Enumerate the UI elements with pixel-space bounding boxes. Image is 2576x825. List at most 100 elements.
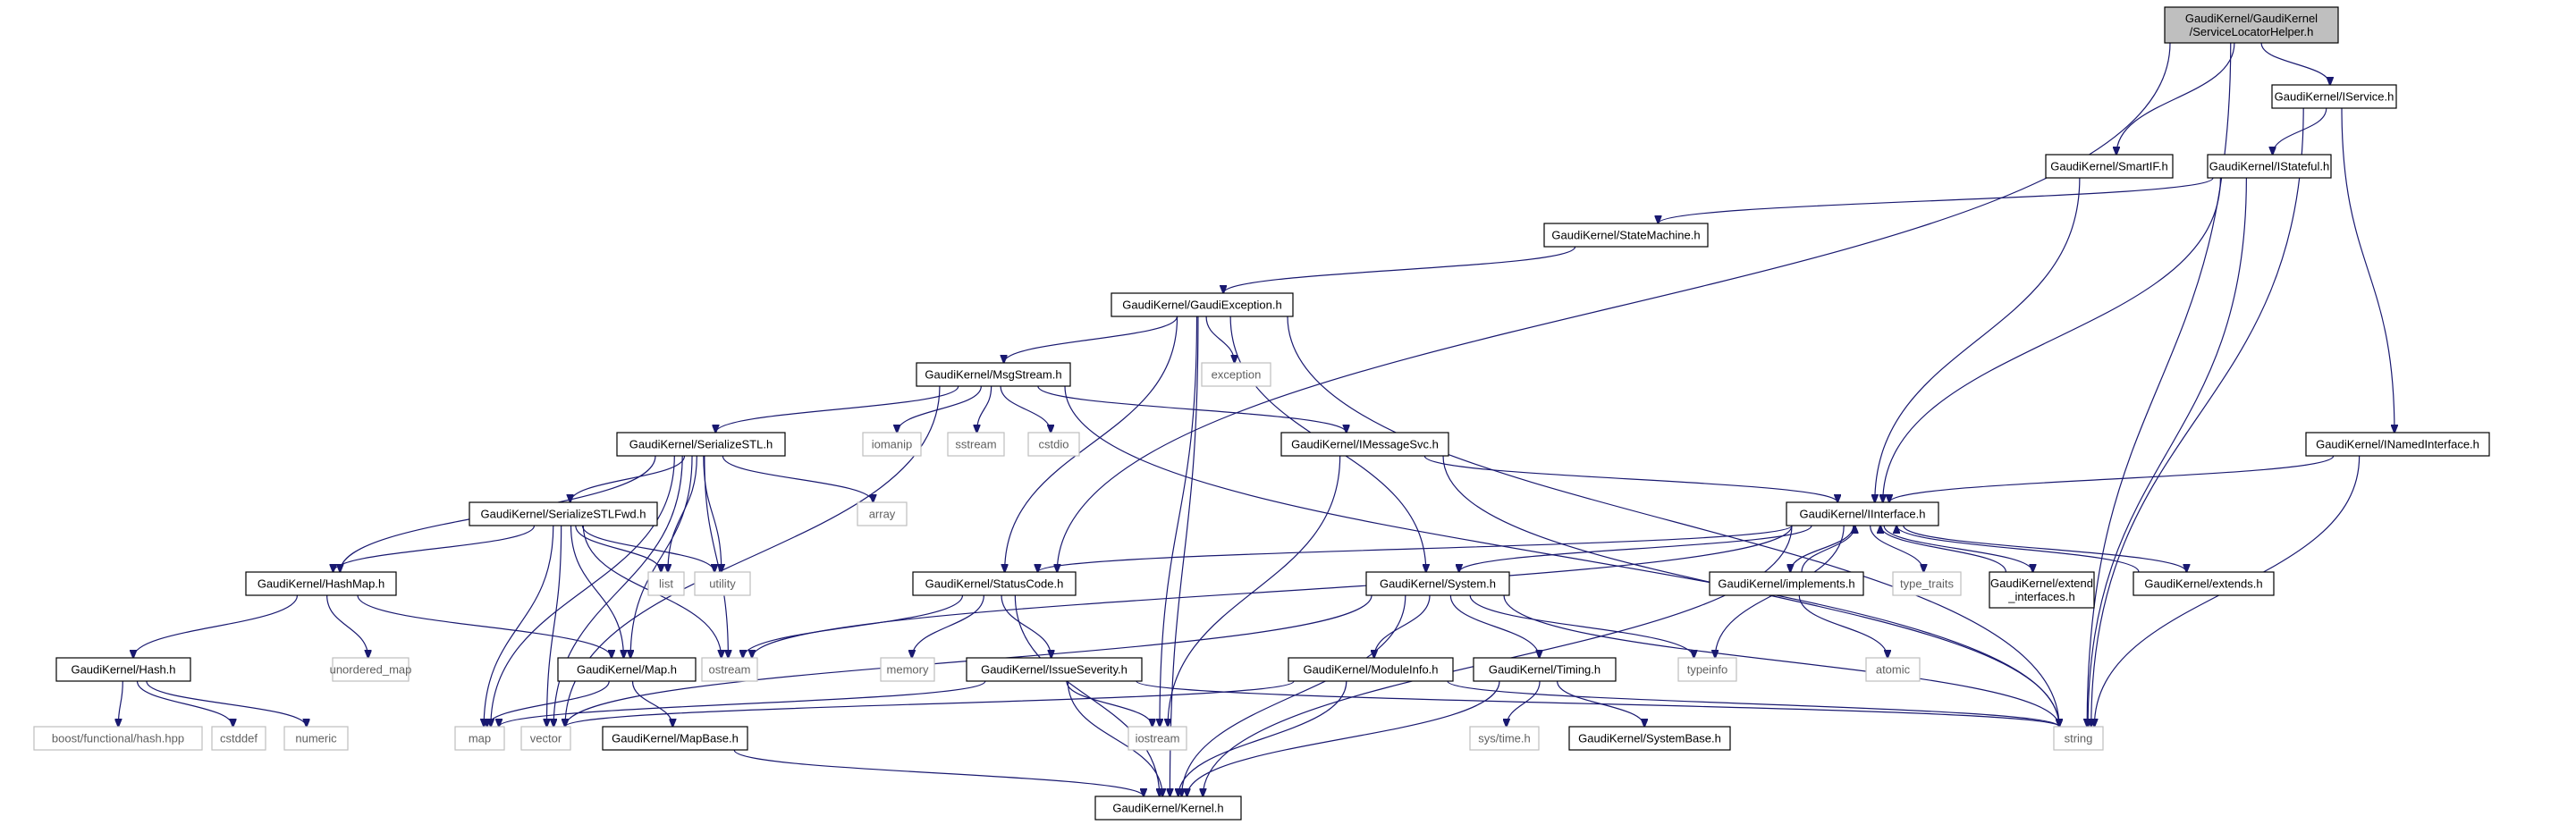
- node-label: GaudiKernel/SmartIF.h: [2050, 160, 2168, 173]
- edge-iinterface-to-statuscode: [1038, 525, 1793, 572]
- node-label: /ServiceLocatorHelper.h: [2190, 25, 2314, 38]
- edge-inamedinterface-to-iinterface: [1889, 455, 2335, 502]
- node-istateful[interactable]: GaudiKernel/IStateful.h: [2207, 154, 2332, 179]
- edge-statuscode-to-memory: [912, 594, 984, 658]
- edge-root-to-string: [2087, 42, 2232, 727]
- edge-serializestlfwd-to-map_h: [570, 525, 624, 658]
- edge-iinterface-to-implements: [1790, 525, 1854, 572]
- node-sstream: sstream: [947, 432, 1005, 457]
- node-box: [1027, 432, 1080, 457]
- edge-serializestl-to-map_h: [630, 455, 693, 658]
- node-box: [2271, 84, 2397, 109]
- node-box: [1892, 571, 1962, 596]
- node-iinterface[interactable]: GaudiKernel/IInterface.h: [1786, 501, 1939, 526]
- node-box: [1709, 571, 1864, 596]
- node-map: map: [454, 726, 505, 751]
- node-label: atomic: [1876, 663, 1911, 677]
- node-box: [1568, 726, 1731, 751]
- edge-iservice-to-string: [2091, 107, 2304, 727]
- node-label: iomanip: [872, 438, 913, 451]
- edge-istateful-to-statemachine: [1658, 177, 2214, 223]
- edge-root-to-statuscode: [1057, 42, 2171, 572]
- edge-timing-to-systime: [1507, 680, 1541, 727]
- node-statemachine[interactable]: GaudiKernel/StateMachine.h: [1543, 223, 1709, 248]
- node-imessagesvc[interactable]: GaudiKernel/IMessageSvc.h: [1280, 432, 1449, 457]
- node-label: GaudiKernel/Kernel.h: [1112, 802, 1223, 815]
- node-box: [1111, 292, 1294, 317]
- edge-serializestlfwd-to-vector: [546, 525, 562, 727]
- node-vector: vector: [520, 726, 571, 751]
- node-hash[interactable]: GaudiKernel/Hash.h: [55, 657, 191, 682]
- edge-serializestlfwd-to-map: [484, 525, 554, 727]
- node-extends[interactable]: GaudiKernel/extends.h: [2133, 571, 2275, 596]
- node-implements[interactable]: GaudiKernel/implements.h: [1709, 571, 1864, 596]
- edge-statuscode-to-ostream: [743, 594, 964, 658]
- edge-system-to-timing: [1449, 594, 1539, 658]
- node-utility: utility: [694, 571, 751, 596]
- node-label: numeric: [295, 732, 337, 745]
- node-label: array: [869, 508, 896, 521]
- node-inamedinterface[interactable]: GaudiKernel/INamedInterface.h: [2305, 432, 2490, 457]
- edge-iinterface-to-extends: [1903, 525, 2187, 572]
- node-statuscode[interactable]: GaudiKernel/StatusCode.h: [912, 571, 1077, 596]
- edge-issueseverity-to-iostream: [1066, 680, 1153, 727]
- node-extend_interfaces[interactable]: GaudiKernel/extend_interfaces.h: [1989, 571, 2095, 609]
- edge-system-to-moduleinfo: [1374, 594, 1431, 658]
- node-box: [283, 726, 349, 751]
- node-iservice[interactable]: GaudiKernel/IService.h: [2271, 84, 2397, 109]
- edge-timing-to-kernel: [1187, 680, 1500, 796]
- edge-statemachine-to-gaudiexception: [1223, 246, 1576, 293]
- node-map_h[interactable]: GaudiKernel/Map.h: [557, 657, 697, 682]
- node-box: [2305, 432, 2490, 457]
- node-label: GaudiKernel/GaudiException.h: [1122, 299, 1282, 312]
- edge-gaudiexception-to-string: [1287, 316, 2059, 727]
- node-systime: sys/time.h: [1469, 726, 1540, 751]
- node-msgstream[interactable]: GaudiKernel/MsgStream.h: [916, 362, 1071, 387]
- node-label: sys/time.h: [1478, 732, 1531, 745]
- node-timing[interactable]: GaudiKernel/Timing.h: [1473, 657, 1617, 682]
- edge-extends-to-iinterface: [1896, 526, 2140, 573]
- node-label: GaudiKernel/HashMap.h: [258, 577, 384, 591]
- node-box: [2045, 154, 2174, 179]
- edge-hash-to-boost_hash: [118, 680, 123, 727]
- node-serializestl[interactable]: GaudiKernel/SerializeSTL.h: [616, 432, 786, 457]
- node-type_traits: type_traits: [1892, 571, 1962, 596]
- node-box: [1201, 362, 1271, 387]
- edge-root-to-smartif: [2116, 42, 2235, 155]
- node-box: [947, 432, 1005, 457]
- node-system[interactable]: GaudiKernel/System.h: [1365, 571, 1510, 596]
- edge-gaudiexception-to-msgstream: [1004, 316, 1178, 363]
- node-mapbase[interactable]: GaudiKernel/MapBase.h: [602, 726, 748, 751]
- edge-msgstream-to-iomanip: [897, 385, 982, 433]
- node-label: string: [2065, 732, 2093, 745]
- node-box: [469, 501, 658, 526]
- node-box: [454, 726, 505, 751]
- node-label: GaudiKernel/SystemBase.h: [1578, 732, 1721, 745]
- node-numeric: numeric: [283, 726, 349, 751]
- edge-istateful-to-string: [2088, 177, 2247, 727]
- node-hashmap[interactable]: GaudiKernel/HashMap.h: [245, 571, 397, 596]
- node-box: [2164, 6, 2339, 44]
- node-box: [916, 362, 1071, 387]
- edge-implements-to-iinterface: [1801, 526, 1855, 573]
- node-smartif[interactable]: GaudiKernel/SmartIF.h: [2045, 154, 2174, 179]
- edge-msgstream-to-string: [1064, 385, 2059, 727]
- node-moduleinfo[interactable]: GaudiKernel/ModuleInfo.h: [1288, 657, 1454, 682]
- node-box: [2207, 154, 2332, 179]
- edge-hashmap-to-unordered_map: [326, 594, 368, 658]
- edge-hash-to-numeric: [146, 680, 307, 727]
- node-memory: memory: [880, 657, 935, 682]
- edge-hashmap-to-map_h: [357, 594, 612, 658]
- edge-imessagesvc-to-iinterface: [1423, 455, 1837, 502]
- edge-msgstream-to-cstdio: [1000, 385, 1051, 433]
- node-systembase[interactable]: GaudiKernel/SystemBase.h: [1568, 726, 1731, 751]
- node-gaudiexception[interactable]: GaudiKernel/GaudiException.h: [1111, 292, 1294, 317]
- edge-istateful-to-iinterface: [1883, 177, 2221, 502]
- node-issueseverity[interactable]: GaudiKernel/IssueSeverity.h: [966, 657, 1143, 682]
- node-root[interactable]: GaudiKernel/GaudiKernel/ServiceLocatorHe…: [2164, 6, 2339, 44]
- node-kernel[interactable]: GaudiKernel/Kernel.h: [1094, 796, 1242, 821]
- node-box: [880, 657, 935, 682]
- node-label: utility: [709, 577, 736, 591]
- node-serializestlfwd[interactable]: GaudiKernel/SerializeSTLFwd.h: [469, 501, 658, 526]
- node-boost_hash: boost/functional/hash.hpp: [33, 726, 203, 751]
